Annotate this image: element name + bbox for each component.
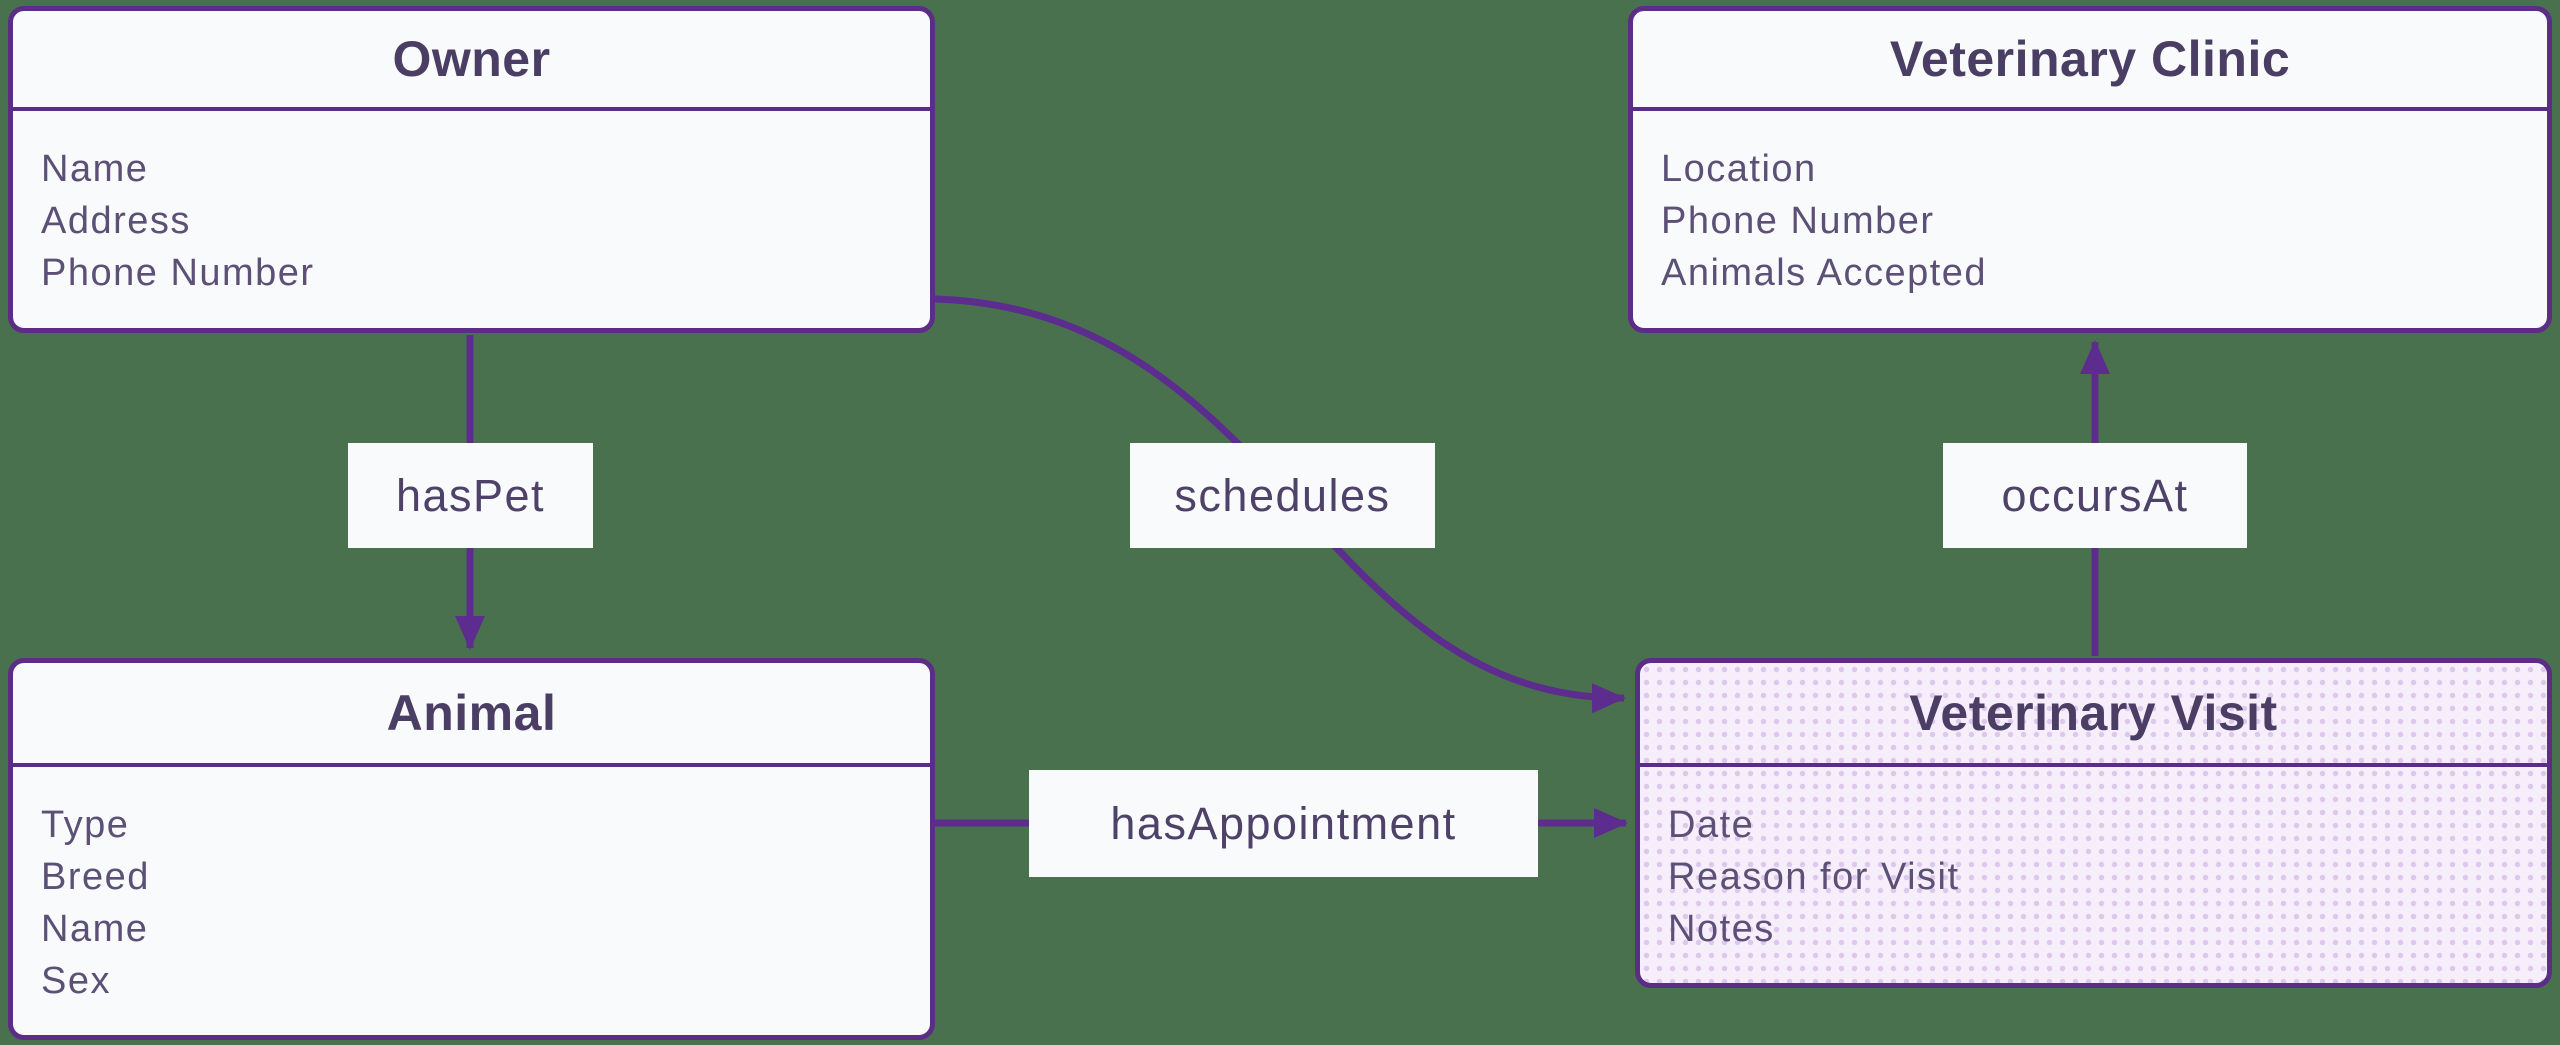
attribute: Name (41, 908, 149, 950)
entity-veterinary-clinic-attributes: Location Phone Number Animals Accepted (1633, 111, 2547, 299)
entity-animal[interactable]: Animal Type Breed Name Sex (8, 658, 935, 1040)
attribute: Phone Number (1661, 200, 1935, 242)
entity-animal-header: Animal (13, 663, 930, 767)
attribute: Breed (41, 856, 150, 898)
edge-label-hasappointment[interactable]: hasAppointment (1029, 770, 1538, 877)
attribute: Location (1661, 148, 1817, 190)
entity-owner-attributes: Name Address Phone Number (13, 111, 930, 299)
attribute: Address (41, 200, 191, 242)
entity-veterinary-clinic[interactable]: Veterinary Clinic Location Phone Number … (1628, 6, 2552, 333)
entity-owner-header: Owner (13, 11, 930, 111)
entity-veterinary-visit[interactable]: Veterinary Visit Date Reason for Visit N… (1635, 658, 2552, 988)
attribute: Date (1668, 804, 1755, 846)
attribute: Notes (1668, 908, 1775, 950)
entity-owner[interactable]: Owner Name Address Phone Number (8, 6, 935, 333)
entity-veterinary-visit-title: Veterinary Visit (1909, 685, 2278, 741)
entity-veterinary-visit-header: Veterinary Visit (1640, 663, 2547, 767)
attribute: Type (41, 804, 130, 846)
entity-veterinary-clinic-header: Veterinary Clinic (1633, 11, 2547, 111)
attribute: Name (41, 148, 149, 190)
attribute: Phone Number (41, 252, 315, 294)
edge-label-occursat[interactable]: occursAt (1943, 443, 2247, 548)
attribute: Animals Accepted (1661, 252, 1988, 294)
entity-owner-title: Owner (392, 31, 551, 87)
entity-animal-attributes: Type Breed Name Sex (13, 767, 930, 1007)
edge-label-schedules[interactable]: schedules (1130, 443, 1435, 548)
entity-animal-title: Animal (386, 685, 557, 741)
entity-veterinary-clinic-title: Veterinary Clinic (1889, 31, 2291, 87)
attribute: Reason for Visit (1668, 856, 1960, 898)
edge-label-haspet[interactable]: hasPet (348, 443, 593, 548)
entity-veterinary-visit-attributes: Date Reason for Visit Notes (1640, 767, 2547, 955)
attribute: Sex (41, 960, 111, 1002)
